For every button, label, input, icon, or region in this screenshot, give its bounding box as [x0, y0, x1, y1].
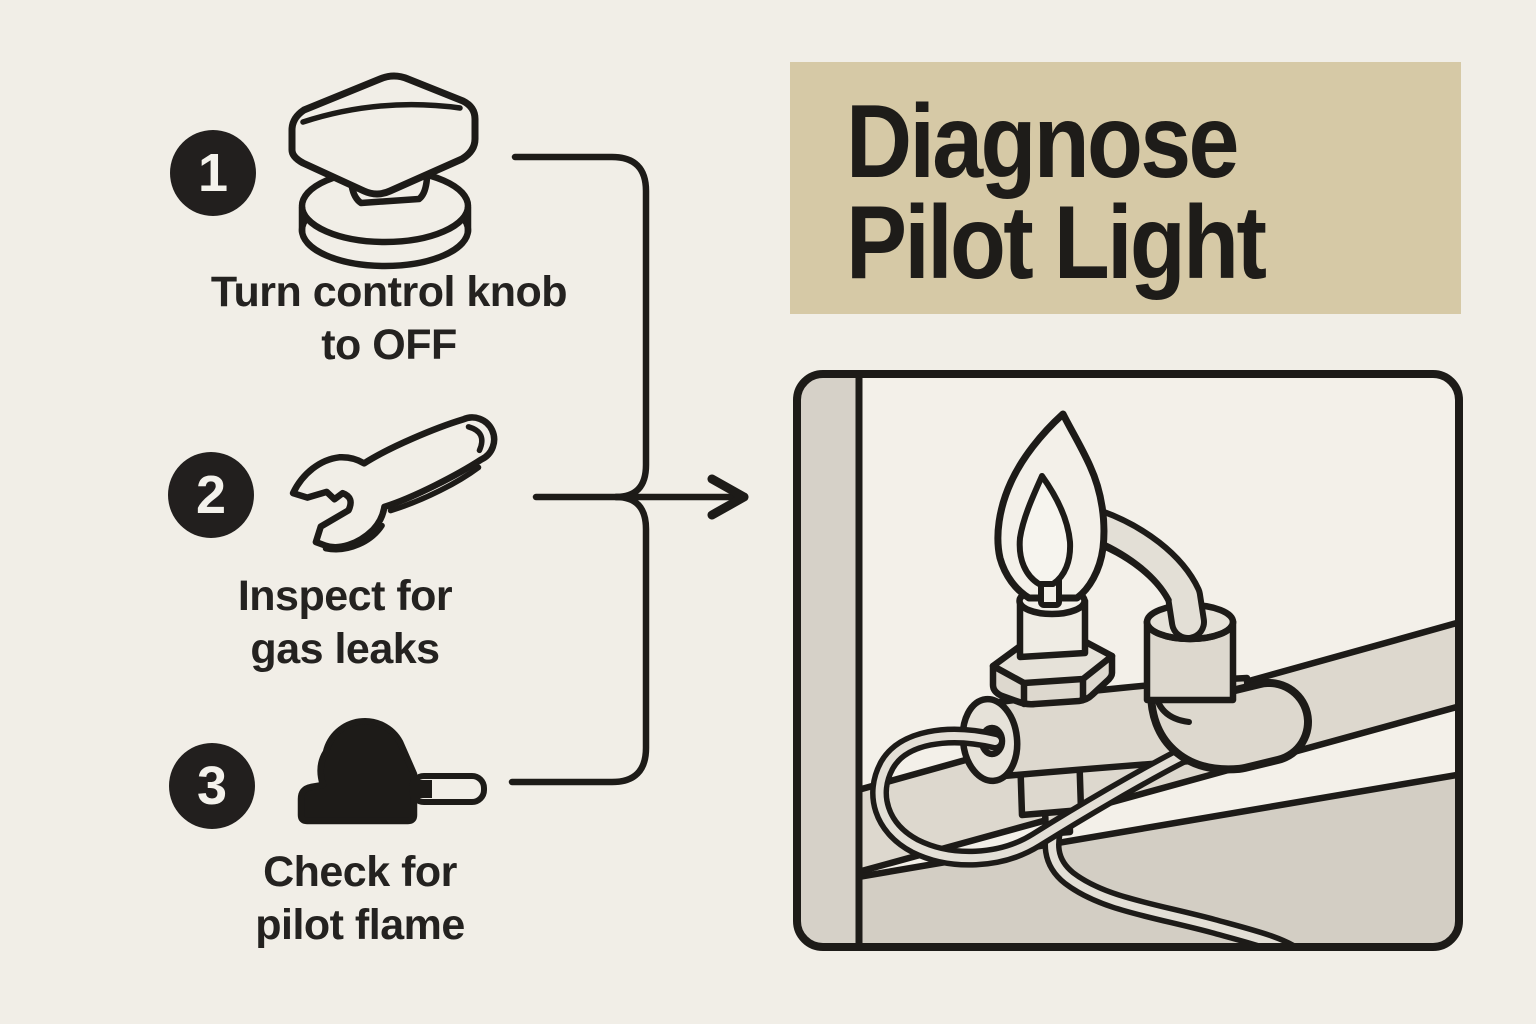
igniter-icon	[297, 718, 487, 825]
pilot-light-illustration	[793, 370, 1463, 951]
step-3-badge: 3	[169, 743, 255, 829]
wall-strip	[801, 378, 863, 943]
illustration-frame	[793, 370, 1463, 951]
thermocouple-tube	[1077, 507, 1237, 643]
control-knob-icon	[288, 72, 479, 270]
step-1-label: Turn control knob to OFF	[210, 268, 568, 369]
pilot-flame-icon	[994, 410, 1108, 608]
steps-line-art	[288, 72, 749, 825]
step-1-badge: 1	[170, 130, 256, 216]
step-2-number: 2	[195, 465, 227, 525]
step-1-number: 1	[197, 143, 229, 203]
step-3-label: Check for pilot flame	[255, 848, 465, 949]
title-block: Diagnose Pilot Light	[790, 62, 1461, 314]
step-2-badge: 2	[168, 452, 254, 538]
step-3-number: 3	[196, 756, 228, 816]
page-title: Diagnose Pilot Light	[846, 84, 1267, 301]
arrow-right-icon	[532, 474, 749, 520]
bracket-connector	[508, 153, 650, 786]
step-2-label: Inspect for gas leaks	[237, 572, 453, 673]
gas-supply-tube	[1042, 810, 1310, 943]
wrench-icon	[289, 414, 498, 553]
